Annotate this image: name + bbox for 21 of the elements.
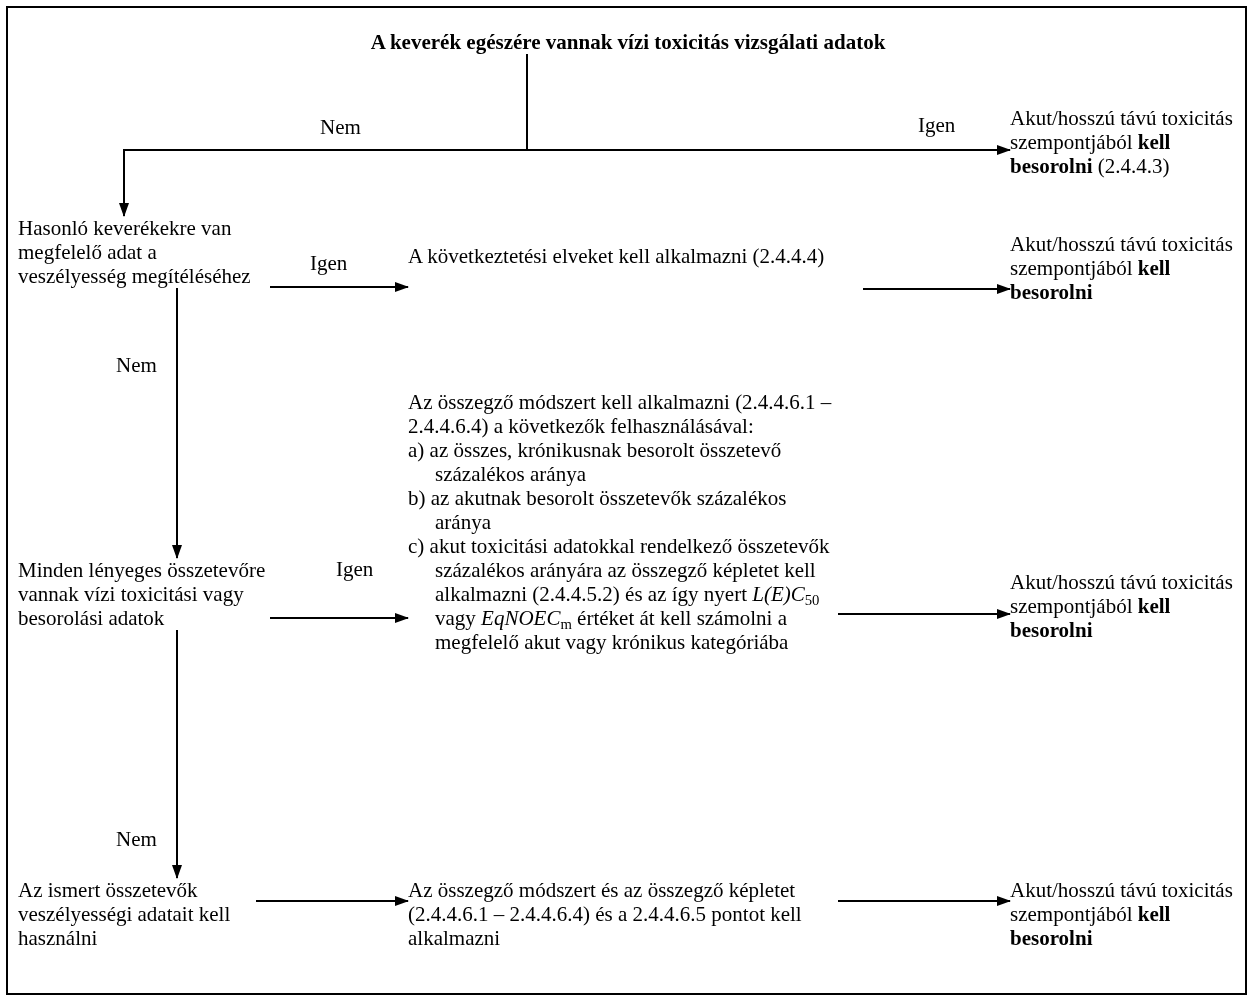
flow-text: Az összegző módszert és az összegző képletet (2.4.4.6.1 – 2.4.4.6.4) és a 2.4.4.6.5 pontot kell alkalmazni bbox=[408, 878, 803, 950]
flow-text: Akut/hosszú távú toxicitás szempontjából kell besorolni bbox=[1010, 570, 1234, 642]
arrow bbox=[837, 896, 1011, 906]
flow-text: A következtetési elveket kell alkalmazni (2.4.4.4) bbox=[408, 244, 826, 268]
arrow bbox=[862, 284, 1011, 294]
arrow bbox=[119, 53, 528, 217]
arrow bbox=[172, 629, 182, 879]
flow-text: Akut/hosszú távú toxicitás szempontjából kell besorolni bbox=[1010, 232, 1234, 304]
flow-text: Akut/hosszú távú toxicitás szempontjából kell besorolni bbox=[1010, 878, 1234, 950]
list-item: c) akut toxicitási adatokkal rendelkező összetevők százalékos arányára az összegző képletet kell alkalmazni (2.4.4.5.2) és az így nyert L(E)C$_{50}$ vagy EqNOEC$_{m}$ értéket át kell számolni a megfelelő akut vagy krónikus kategóriába bbox=[408, 534, 831, 654]
arrow bbox=[172, 287, 182, 559]
arrow bbox=[837, 609, 1011, 619]
flow-text: Az összegző módszert kell alkalmazni (2.4.4.6.1 – 2.4.4.6.4) a következők felhasználásával: bbox=[408, 390, 833, 438]
flow-text: Az ismert összetevők veszélyességi adatait kell használni bbox=[18, 878, 232, 950]
flow-text: Hasonló keverékekre van megfelelő adat a veszélyesség megítéléséhez bbox=[18, 216, 252, 288]
arrow bbox=[255, 896, 409, 906]
flow-text: Akut/hosszú távú toxicitás szempontjából kell besorolni (2.4.4.3) bbox=[1010, 106, 1234, 178]
arrow bbox=[269, 613, 409, 623]
flow-text: Minden lényeges összetevőre vannak vízi toxicitási vagy besorolási adatok bbox=[18, 558, 267, 630]
question-text: A keverék egészére vannak vízi toxicitás vizsgálati adatok bbox=[369, 30, 887, 54]
arrow bbox=[269, 282, 409, 292]
